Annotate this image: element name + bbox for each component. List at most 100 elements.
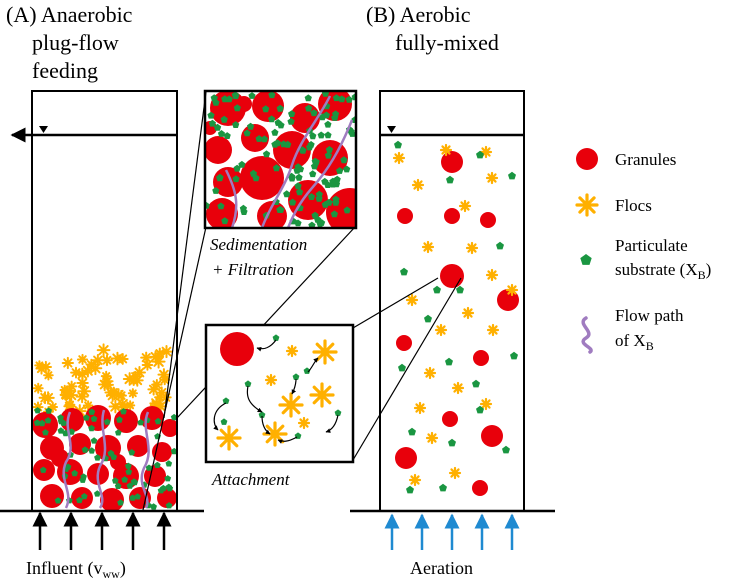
floc [110, 351, 125, 366]
floc [35, 362, 48, 375]
panel-b-title-line-1: (B) Aerobic [366, 2, 471, 27]
substrate-particle [294, 182, 302, 190]
substrate-particle [260, 135, 268, 143]
substrate-particle [315, 194, 323, 202]
substrate-particle [308, 221, 316, 228]
reactor-b-mix [392, 140, 519, 496]
water-level-icon [387, 126, 396, 133]
granule [100, 488, 124, 510]
floc [408, 473, 422, 487]
floc [64, 399, 76, 411]
panel-a-title-line-2: plug-flow [32, 30, 119, 55]
attachment-arrow [261, 415, 271, 435]
substrate-particle [130, 478, 138, 485]
substrate-particle [394, 140, 402, 149]
granule [290, 103, 320, 133]
floc [115, 397, 130, 411]
substrate-particle [318, 113, 327, 121]
reactor-b [350, 90, 555, 550]
substrate-particle [289, 198, 297, 206]
substrate-particle [252, 174, 260, 182]
floc [413, 401, 427, 415]
substrate-particle [165, 460, 173, 467]
substrate-particle [88, 424, 95, 432]
floc-icon [575, 193, 599, 217]
substrate-particle [121, 476, 128, 483]
substrate-particle [343, 165, 351, 173]
water-level-icon [39, 126, 48, 133]
floc [458, 199, 472, 213]
substrate-particle [400, 267, 408, 276]
substrate-particle [90, 415, 98, 422]
legend-label-flow-1: Flow path [615, 306, 684, 325]
substrate-particle [220, 418, 228, 425]
substrate-particle [445, 357, 453, 366]
granule [441, 151, 463, 173]
substrate-particle [406, 485, 414, 494]
substrate-particle [272, 334, 280, 341]
substrate-particle [324, 131, 332, 139]
substrate-particle [288, 110, 296, 117]
attachment-inset-content [213, 332, 342, 451]
substrate-particle [296, 188, 304, 196]
floc [262, 421, 288, 447]
substrate-particle [221, 217, 229, 225]
granule [440, 264, 464, 288]
floc [451, 381, 465, 395]
substrate-particle [116, 416, 123, 423]
legend-label-flocs: Flocs [615, 196, 652, 215]
substrate-particle [456, 285, 464, 294]
substrate-particle [233, 164, 241, 172]
substrate-particle [134, 493, 141, 500]
substrate-particle [331, 177, 339, 184]
substrate-particle [117, 499, 124, 506]
floc [75, 367, 89, 381]
substrate-particle [510, 351, 518, 360]
flow-path [62, 411, 72, 509]
floc [151, 378, 163, 391]
legend-item-flow-path: Flow path of XB [581, 306, 684, 354]
granule-icon [576, 148, 598, 170]
substrate-particle [120, 408, 127, 415]
attachment-arrow [213, 402, 227, 431]
floc [479, 397, 493, 411]
substrate-particle [71, 469, 78, 477]
substrate-particle [83, 414, 90, 421]
substrate-particle [496, 241, 504, 250]
granule [252, 91, 284, 122]
substrate-particle [307, 193, 316, 200]
substrate-particle [238, 160, 246, 168]
zoom-line [352, 277, 462, 461]
floc [216, 425, 242, 451]
granule [497, 289, 519, 311]
floc [278, 392, 304, 418]
substrate-particle [305, 104, 313, 112]
influent-label: Influent (vww) [26, 558, 126, 580]
substrate-particle [307, 141, 315, 148]
substrate-particle [154, 461, 161, 468]
substrate-particle [309, 170, 317, 178]
substrate-particle [433, 285, 441, 294]
granule [161, 419, 177, 437]
granule [205, 136, 232, 164]
floc [312, 339, 338, 365]
substrate-particle [398, 363, 406, 372]
sedimentation-caption-line-2: + Filtration [212, 260, 294, 279]
floc [141, 359, 154, 371]
substrate-particle [321, 200, 329, 208]
granule [60, 408, 84, 432]
substrate-particle [439, 483, 447, 492]
granule [395, 447, 417, 469]
substrate-particle [38, 419, 46, 427]
substrate-particle [296, 165, 305, 173]
substrate-particle [276, 206, 284, 213]
substrate-particle [508, 171, 516, 180]
floc [91, 353, 105, 367]
reactor-a [0, 90, 204, 550]
flow-path [96, 409, 107, 509]
flow-path [224, 169, 238, 228]
substrate-particle [288, 172, 296, 180]
substrate-particle [217, 130, 226, 137]
substrate-particle [34, 407, 41, 414]
floc [485, 171, 499, 185]
